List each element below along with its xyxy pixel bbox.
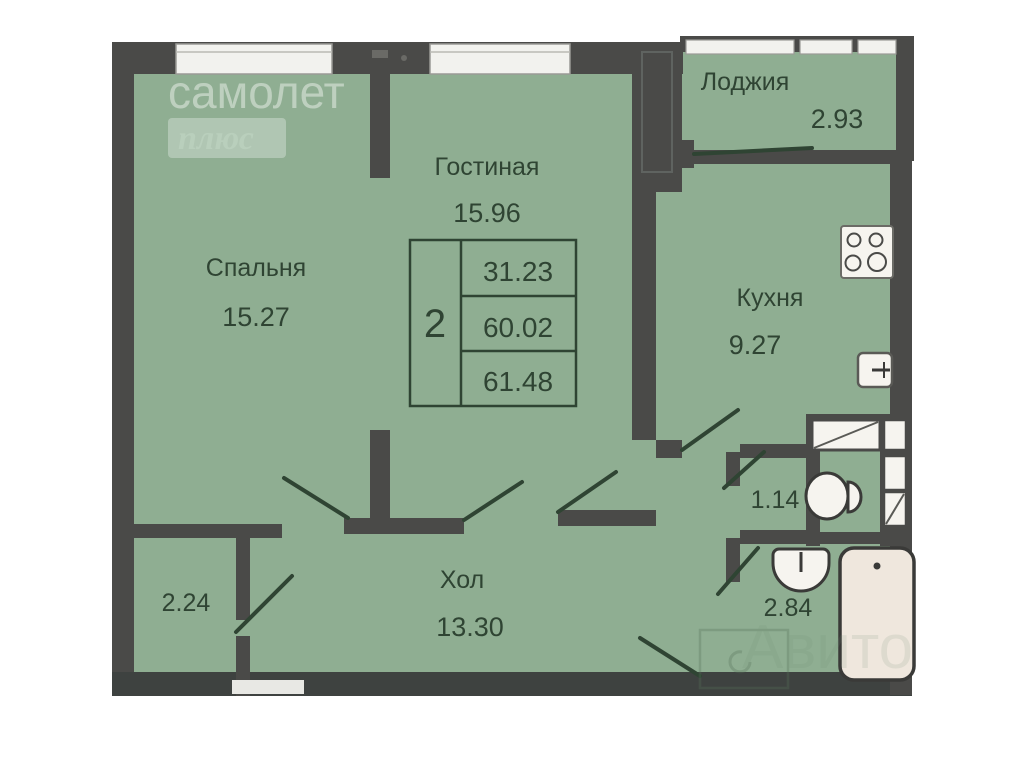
- wall-loggia-door-pier: [674, 140, 694, 168]
- bathroom-fixtures: [771, 418, 916, 682]
- summary-table-border: [408, 238, 578, 408]
- door-kitchen-swing: [680, 408, 740, 452]
- wall-loggia-jamb: [632, 42, 682, 192]
- wall-bath-top: [740, 530, 806, 544]
- label-living-area: 15.96: [453, 198, 521, 228]
- wall-wc-left: [740, 444, 806, 458]
- watermark-brand: самолет плюс: [168, 66, 345, 158]
- door-entrance-swing: [638, 636, 702, 678]
- room-labels: Спальня 15.27 Гостиная 15.96 Кухня 9.27 …: [162, 68, 864, 642]
- summary-total-area: 60.02: [483, 312, 553, 343]
- label-loggia-name: Лоджия: [701, 68, 790, 96]
- window-loggia-mid: [799, 39, 853, 55]
- watermark-secondary-text: Авито: [742, 613, 913, 682]
- doors: [234, 146, 814, 678]
- label-loggia-area: 2.93: [811, 104, 864, 134]
- door-bathroom-swing: [716, 546, 760, 596]
- label-storage-area: 2.24: [162, 589, 211, 617]
- watermark-secondary-frame: [698, 628, 790, 690]
- door-storage-swing: [234, 574, 294, 634]
- window-bedroom: [175, 43, 333, 75]
- wall-bedroom-living-upper: [370, 58, 390, 178]
- wall-loggia-right: [896, 36, 914, 161]
- stove-burner-2: [868, 232, 884, 248]
- wall-loggia-jamb-outline: [641, 51, 673, 173]
- summary-living-area: 31.23: [483, 256, 553, 287]
- watermark-brand-line2: плюс: [178, 120, 254, 157]
- bathtub-icon: [838, 546, 916, 682]
- window-loggia-left: [685, 39, 795, 55]
- watermark-brand-chip: [168, 118, 286, 158]
- door-living-swing-left: [462, 480, 524, 522]
- interior-walls: [134, 42, 912, 696]
- toilet-tank-icon: [846, 480, 863, 514]
- cabinet-column-diagonal: [885, 493, 905, 525]
- watermark-brand-line1: самолет: [168, 66, 345, 118]
- watermark-secondary: Авито: [698, 613, 913, 690]
- floor-loggia: [680, 48, 908, 158]
- label-kitchen-name: Кухня: [737, 284, 804, 312]
- label-hall-area: 13.30: [436, 612, 504, 642]
- label-bedroom-name: Спальня: [206, 254, 306, 282]
- wall-storage-vertical: [236, 524, 250, 620]
- wall-storage-top: [134, 524, 282, 538]
- summary-rooms-count: 2: [424, 302, 446, 346]
- toilet-bowl-icon: [804, 471, 850, 521]
- kitchen-fixtures: [840, 225, 894, 389]
- label-kitchen-area: 9.27: [729, 330, 782, 360]
- windows: [175, 39, 897, 75]
- stove-burner-4: [867, 252, 887, 272]
- label-wc-area: 1.14: [751, 486, 800, 514]
- label-bathroom-area: 2.84: [764, 594, 813, 622]
- label-bedroom-area: 15.27: [222, 302, 290, 332]
- cabinet-side-icon: [882, 418, 908, 452]
- cabinet-column-upper: [882, 454, 908, 492]
- watermark-secondary-spiral: [728, 650, 752, 674]
- wall-living-bottom-right: [558, 510, 656, 526]
- cabinet-diagonal: [813, 421, 879, 449]
- door-loggia-swing: [692, 146, 814, 156]
- window-loggia-right: [857, 39, 897, 55]
- wall-left: [112, 42, 134, 694]
- summary-table: 2 31.23 60.02 61.48: [408, 238, 578, 408]
- window-living: [429, 43, 571, 75]
- label-hall-name: Хол: [440, 566, 484, 594]
- stove-burner-1: [846, 232, 862, 248]
- door-bedroom-swing: [282, 476, 350, 520]
- bathtub-drain: [873, 562, 881, 570]
- door-wc-swing: [722, 450, 766, 490]
- stove-4-burner-icon: [840, 225, 894, 279]
- wall-living-stub: [656, 440, 682, 458]
- door-living-swing-right: [556, 470, 618, 514]
- stove-burner-3: [844, 254, 862, 272]
- door-entrance-threshold: [232, 680, 304, 694]
- wall-living-bottom-left: [344, 518, 464, 534]
- wall-top-dot: [401, 55, 407, 61]
- summary-total-area-with-loggia: 61.48: [483, 366, 553, 397]
- wall-bedroom-living-lower: [370, 430, 390, 530]
- label-living-name: Гостиная: [435, 153, 540, 181]
- wall-wetblock-mid: [806, 532, 912, 544]
- wall-bottom-pier: [690, 672, 714, 696]
